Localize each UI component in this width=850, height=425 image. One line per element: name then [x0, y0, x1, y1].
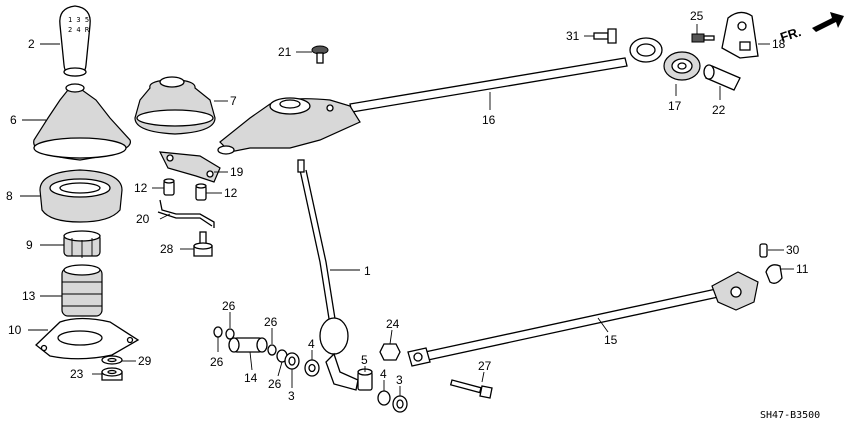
nut-23-part — [101, 367, 123, 381]
callout-24: 24 — [386, 317, 400, 331]
callout-labels: 2 6 8 9 13 10 29 23 7 21 19 12 12 20 28 … — [6, 9, 809, 403]
bushing-part — [63, 230, 101, 258]
callout-4a: 4 — [308, 337, 315, 351]
bracket-18-part — [721, 11, 759, 59]
bushing-14-part — [228, 337, 268, 353]
svg-text:1 3 5: 1 3 5 — [68, 16, 89, 24]
boot-cap-part — [134, 76, 216, 135]
callout-28: 28 — [160, 242, 174, 256]
callout-4b: 4 — [380, 367, 387, 381]
washer-26a-part — [213, 326, 223, 338]
callout-1: 1 — [364, 264, 371, 278]
callout-30: 30 — [786, 243, 800, 257]
callout-21: 21 — [278, 45, 292, 59]
washer-26c-part — [267, 344, 277, 356]
front-direction-arrow — [812, 12, 844, 32]
callout-16: 16 — [482, 113, 496, 127]
shift-boot-part — [33, 83, 131, 161]
boot-ring-part — [39, 169, 123, 223]
callout-11: 11 — [796, 262, 809, 276]
callout-12a: 12 — [134, 181, 148, 195]
callout-29: 29 — [138, 354, 152, 368]
callout-27: 27 — [478, 359, 492, 373]
washer-29-part — [101, 355, 123, 365]
washer-26b-part — [225, 328, 235, 340]
bolt-21-part — [311, 45, 329, 64]
callout-6: 6 — [10, 113, 17, 127]
collar-22-part — [703, 64, 741, 91]
callout-26a: 26 — [222, 299, 236, 313]
bellows-part — [61, 264, 103, 317]
diagram-code: SH47-B3500 — [760, 410, 820, 421]
svg-text:2 4 R: 2 4 R — [68, 26, 90, 34]
callout-3b: 3 — [396, 373, 403, 387]
callout-31: 31 — [566, 29, 580, 43]
callout-26b: 26 — [210, 355, 224, 369]
seal-3a-part — [284, 352, 300, 370]
pin-30-part — [759, 243, 768, 258]
callout-7: 7 — [230, 94, 237, 108]
nut-24-part — [379, 343, 401, 361]
callout-3a: 3 — [288, 389, 295, 403]
callout-13: 13 — [22, 289, 36, 303]
callout-22: 22 — [712, 103, 726, 117]
callout-26d: 26 — [268, 377, 282, 391]
bushing-17-part — [663, 51, 701, 81]
washer-4a-part — [304, 359, 320, 377]
leader-lines — [20, 24, 794, 396]
callout-20: 20 — [136, 212, 150, 226]
callout-10: 10 — [8, 323, 22, 337]
collar-12b-part — [195, 183, 207, 201]
base-plate-part — [35, 317, 140, 360]
callout-26c: 26 — [264, 315, 278, 329]
bracket-19-part — [158, 151, 221, 183]
callout-2: 2 — [28, 37, 35, 51]
callout-23: 23 — [70, 367, 84, 381]
clip-11-part — [765, 264, 783, 284]
stay-20-part — [157, 199, 215, 228]
collar-5-part — [357, 368, 373, 391]
bolt-27-part — [449, 379, 493, 399]
collar-12a-part — [163, 178, 175, 196]
callout-19: 19 — [230, 165, 244, 179]
callout-15: 15 — [604, 333, 618, 347]
callout-8: 8 — [6, 189, 13, 203]
callout-17: 17 — [668, 99, 682, 113]
callout-5: 5 — [361, 353, 368, 367]
bolt-31-part — [593, 28, 617, 44]
rod-ring-part — [629, 37, 663, 63]
callout-9: 9 — [26, 238, 33, 252]
callout-18: 18 — [772, 37, 786, 51]
front-direction-label: FR. — [778, 24, 803, 45]
washer-4b-part — [377, 390, 391, 406]
bolt-25-part — [691, 33, 715, 43]
callout-25: 25 — [690, 9, 704, 23]
shift-lever-part — [297, 159, 359, 391]
shift-knob-part: 1 3 5 2 4 R — [59, 5, 91, 77]
shift-rod-16-part — [217, 57, 628, 155]
bolt-28-part — [193, 231, 213, 257]
extension-rod-15-part — [407, 271, 759, 367]
seal-3b-part — [392, 395, 408, 413]
callout-14: 14 — [244, 371, 258, 385]
callout-12b: 12 — [224, 186, 238, 200]
